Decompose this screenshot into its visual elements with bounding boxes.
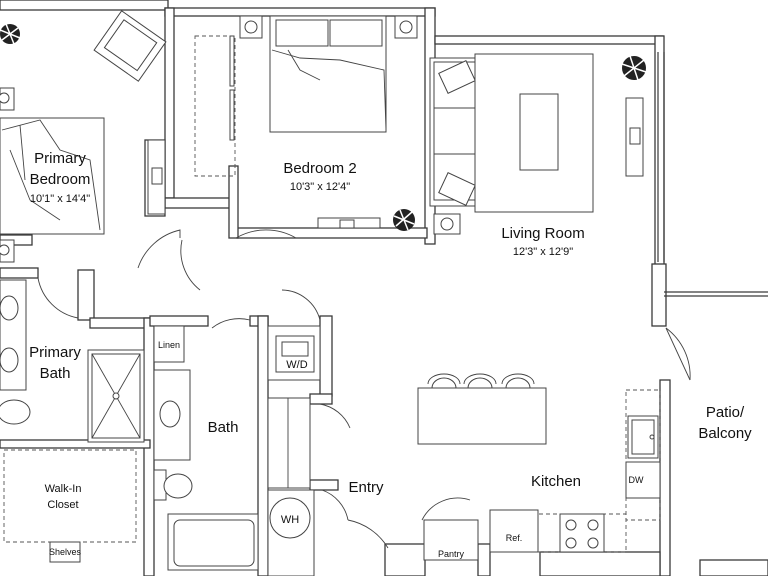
closet-rod: [267, 397, 311, 489]
kitchen-island: [417, 387, 547, 445]
patio-name-1: Patio/: [706, 404, 745, 421]
rug: [474, 53, 594, 213]
walk-in-closet-name-1: Walk-In: [45, 483, 82, 495]
sink-icon: [0, 279, 27, 391]
bed-icon: [269, 15, 387, 133]
sink-icon: [153, 369, 191, 461]
primary-bath-name-1: Primary: [29, 344, 81, 361]
bedroom2-name: Bedroom 2: [283, 160, 356, 177]
primary-bed: [0, 117, 105, 235]
ref-label: Ref.: [506, 533, 523, 543]
plant-icon: [0, 23, 21, 45]
plant-icon: [393, 209, 415, 231]
dresser: [317, 217, 381, 229]
bedroom2-dims: 10'3" x 12'4": [290, 181, 350, 193]
kitchen-counter: [489, 389, 661, 553]
shelves-label: Shelves: [49, 547, 82, 557]
primary-bedroom-name-1: Primary: [34, 150, 86, 167]
tv-icon: [625, 97, 644, 177]
kitchen-name: Kitchen: [531, 473, 581, 490]
pantry-label: Pantry: [438, 549, 465, 559]
entry-name: Entry: [348, 479, 384, 496]
linen-closet: [153, 325, 185, 363]
living-room-dims: 12'3" x 12'9": [513, 246, 573, 258]
wh-label: WH: [281, 514, 299, 526]
closet-rod: [3, 449, 137, 563]
primary-bedroom-name-2: Bedroom: [30, 171, 91, 188]
living-window: [657, 52, 665, 262]
nightstand-lamp: [239, 15, 418, 39]
shower-icon: [87, 349, 145, 443]
stool-icon: [427, 373, 535, 389]
stove-icon: [559, 513, 605, 553]
pantry: [423, 519, 479, 561]
washer-dryer: [267, 325, 321, 381]
sink-icon: [627, 415, 659, 459]
labels: Primary Bedroom 10'1" x 14'4" Bedroom 2 …: [29, 150, 752, 559]
linen-label: Linen: [158, 340, 180, 350]
toilet-icon: [153, 469, 193, 501]
water-heater: [267, 489, 315, 576]
living-room-name: Living Room: [501, 225, 584, 242]
wd-label: W/D: [286, 359, 307, 371]
tub-icon: [167, 513, 259, 571]
nightstand-lamp: [0, 87, 15, 263]
closet-rod: [194, 35, 236, 177]
dw-label: DW: [629, 475, 644, 485]
tv-icon: [147, 139, 166, 215]
dishwasher: [625, 461, 661, 499]
armchair-icon: [93, 10, 167, 82]
patio-outline: [664, 291, 768, 297]
patio-name-2: Balcony: [698, 425, 752, 442]
door-swings: [37, 229, 691, 549]
nightstand-lamp: [433, 213, 461, 235]
walk-in-closet-name-2: Closet: [47, 499, 78, 511]
toilet-icon: [0, 399, 31, 425]
plant-icon: [621, 55, 647, 81]
primary-bath-name-2: Bath: [40, 365, 71, 382]
primary-bedroom-dims: 10'1" x 14'4": [30, 193, 90, 205]
bath-name: Bath: [208, 419, 239, 436]
